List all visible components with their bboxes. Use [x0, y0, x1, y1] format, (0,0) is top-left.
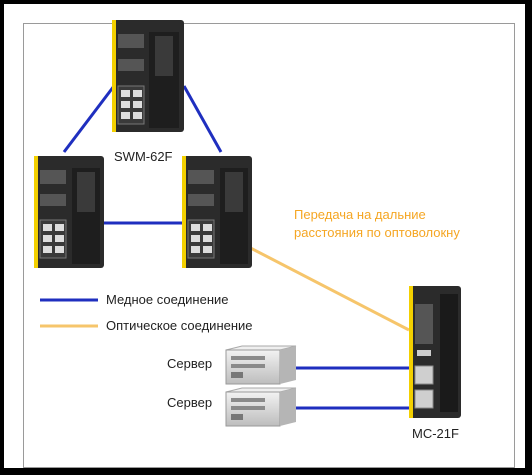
fiber-note: Передача на дальние расстояния по оптово…: [294, 206, 460, 242]
diagram-frame: [23, 23, 515, 468]
server-icon: [225, 345, 297, 385]
server-label-2: Сервер: [167, 395, 213, 410]
fiber-note-line-2: расстояния по оптоволокну: [294, 225, 460, 240]
switch-model-label: SWM-62F: [114, 149, 173, 164]
legend-copper-label: Медное соединение: [106, 292, 229, 307]
industrial-switch-icon: [182, 156, 252, 268]
industrial-switch-icon: [112, 20, 184, 132]
converter-model-label: MC-21F: [412, 426, 459, 441]
diagram-links: [34, 20, 461, 427]
media-converter-icon: [409, 286, 461, 418]
network-diagram: SWM-62F MC-21F Передача на дальние расст…: [4, 4, 525, 468]
server-icon: [225, 387, 297, 427]
fiber-link: [236, 239, 410, 332]
industrial-switch-icon: [34, 156, 104, 268]
server-label-1: Сервер: [167, 356, 213, 371]
fiber-note-line-1: Передача на дальние: [294, 207, 426, 222]
copper-link-top-right: [182, 85, 223, 153]
legend-fiber-label: Оптическое соединение: [106, 318, 253, 333]
copper-link-top-left: [62, 85, 116, 153]
